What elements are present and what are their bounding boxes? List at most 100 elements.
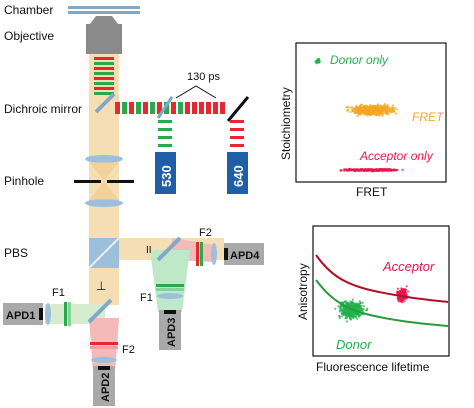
stoichiometry-xlabel: FRET bbox=[356, 185, 388, 199]
pinhole-label: Pinhole bbox=[4, 174, 44, 188]
fret-point bbox=[361, 108, 365, 111]
acceptor-only-point bbox=[360, 169, 363, 172]
acceptor-only-point bbox=[371, 168, 374, 171]
stoichiometry-plot: FRET Stoichiometry Donor only FRET Accep… bbox=[279, 42, 447, 199]
donor-point bbox=[349, 317, 352, 321]
fret-point bbox=[395, 107, 398, 110]
donor-point bbox=[356, 305, 359, 308]
chamber-label: Chamber bbox=[4, 3, 53, 17]
optical-setup: Chamber Objective Dichroic mirror bbox=[3, 3, 264, 406]
apd3-label: APD3 bbox=[166, 318, 178, 347]
acceptor-point bbox=[401, 299, 404, 302]
fret-point bbox=[348, 106, 351, 109]
filter-f1-left-green2 bbox=[68, 302, 71, 326]
donor-point bbox=[350, 314, 354, 317]
anisotropy-plot-frame bbox=[312, 225, 450, 357]
donor-point bbox=[338, 306, 341, 309]
acceptor-point bbox=[403, 297, 406, 300]
fret-point bbox=[392, 108, 396, 111]
donor-point bbox=[346, 312, 349, 315]
donor-point bbox=[359, 302, 362, 305]
acceptor-only-point bbox=[351, 168, 355, 171]
fret-point bbox=[361, 103, 364, 106]
dichroic-label: Dichroic mirror bbox=[4, 102, 82, 116]
fret-point bbox=[359, 105, 362, 108]
donor-point bbox=[347, 302, 350, 305]
apd1-box bbox=[3, 303, 43, 325]
fret-point bbox=[366, 111, 370, 114]
fret-point bbox=[355, 106, 358, 109]
acceptor-point bbox=[401, 289, 404, 292]
acceptor-point bbox=[401, 293, 404, 296]
acceptor-point bbox=[396, 296, 399, 299]
f2-top-label: F2 bbox=[199, 227, 212, 239]
donor-point bbox=[358, 305, 361, 308]
apd2-label: APD2 bbox=[100, 373, 112, 402]
fret-point bbox=[376, 103, 379, 106]
donor-point bbox=[360, 304, 363, 307]
donor-only-point bbox=[317, 57, 321, 61]
donor-point bbox=[358, 300, 361, 303]
filter-530-box bbox=[155, 152, 176, 194]
acceptor-only-point bbox=[378, 169, 381, 172]
donor-point bbox=[345, 320, 348, 323]
pinhole-right bbox=[107, 180, 134, 183]
fret-point bbox=[377, 110, 380, 113]
donor-point bbox=[354, 307, 357, 310]
acceptor-point bbox=[400, 297, 403, 300]
f2-bottom-label: F2 bbox=[122, 344, 135, 356]
fret-point bbox=[368, 109, 371, 112]
donor-only-point bbox=[316, 60, 319, 63]
fret-point bbox=[389, 110, 392, 113]
fret-point bbox=[382, 108, 385, 111]
f1-right-label: F1 bbox=[140, 292, 153, 304]
donor-point bbox=[361, 301, 364, 304]
fold-mirror bbox=[226, 96, 250, 122]
chamber-glass bbox=[68, 6, 140, 9]
donor-point bbox=[345, 309, 348, 313]
acceptor-point bbox=[403, 300, 406, 303]
apd2-window bbox=[98, 366, 110, 370]
red-to-640 bbox=[230, 120, 244, 147]
lens-lower bbox=[85, 199, 123, 207]
apd1-window bbox=[39, 308, 43, 320]
donor-point bbox=[352, 316, 355, 320]
fret-point bbox=[374, 108, 377, 111]
donor-point bbox=[342, 314, 345, 317]
pinhole-left bbox=[74, 180, 101, 183]
donor-point bbox=[353, 313, 356, 316]
right-dichroic bbox=[156, 236, 182, 262]
acceptor-point bbox=[405, 285, 408, 288]
legend-acceptor: Acceptor bbox=[382, 259, 435, 274]
acceptor-only-point bbox=[375, 168, 378, 171]
legend-donor-only: Donor only bbox=[330, 53, 389, 67]
acceptor-only-point bbox=[373, 169, 376, 172]
donor-point bbox=[365, 309, 368, 312]
objective-tip bbox=[90, 16, 118, 24]
chamber-glass-2 bbox=[68, 11, 140, 14]
anisotropy-xlabel: Fluorescence lifetime bbox=[316, 360, 430, 374]
donor-point bbox=[344, 314, 347, 317]
fret-point bbox=[375, 106, 378, 109]
legend-donor: Donor bbox=[336, 337, 372, 352]
fret-point bbox=[385, 107, 388, 110]
filter-640-box bbox=[227, 152, 248, 194]
objective-label: Objective bbox=[4, 29, 54, 43]
anisotropy-points bbox=[334, 285, 410, 323]
acceptor-only-point bbox=[345, 168, 348, 172]
donor-point bbox=[343, 312, 347, 315]
filter-f2-bottom-red bbox=[90, 342, 118, 345]
acceptor-only-point bbox=[356, 169, 359, 172]
donor-point bbox=[334, 307, 337, 310]
acceptor-point bbox=[406, 290, 410, 293]
donor-point bbox=[340, 315, 343, 318]
vertical-emission bbox=[94, 57, 114, 95]
fret-point bbox=[384, 111, 387, 114]
donor-point bbox=[344, 316, 348, 319]
fret-point bbox=[379, 104, 382, 107]
fret-point bbox=[358, 113, 362, 116]
filter-f1-left-green bbox=[64, 302, 67, 326]
donor-point bbox=[344, 300, 347, 303]
lens-apd2 bbox=[91, 357, 117, 363]
